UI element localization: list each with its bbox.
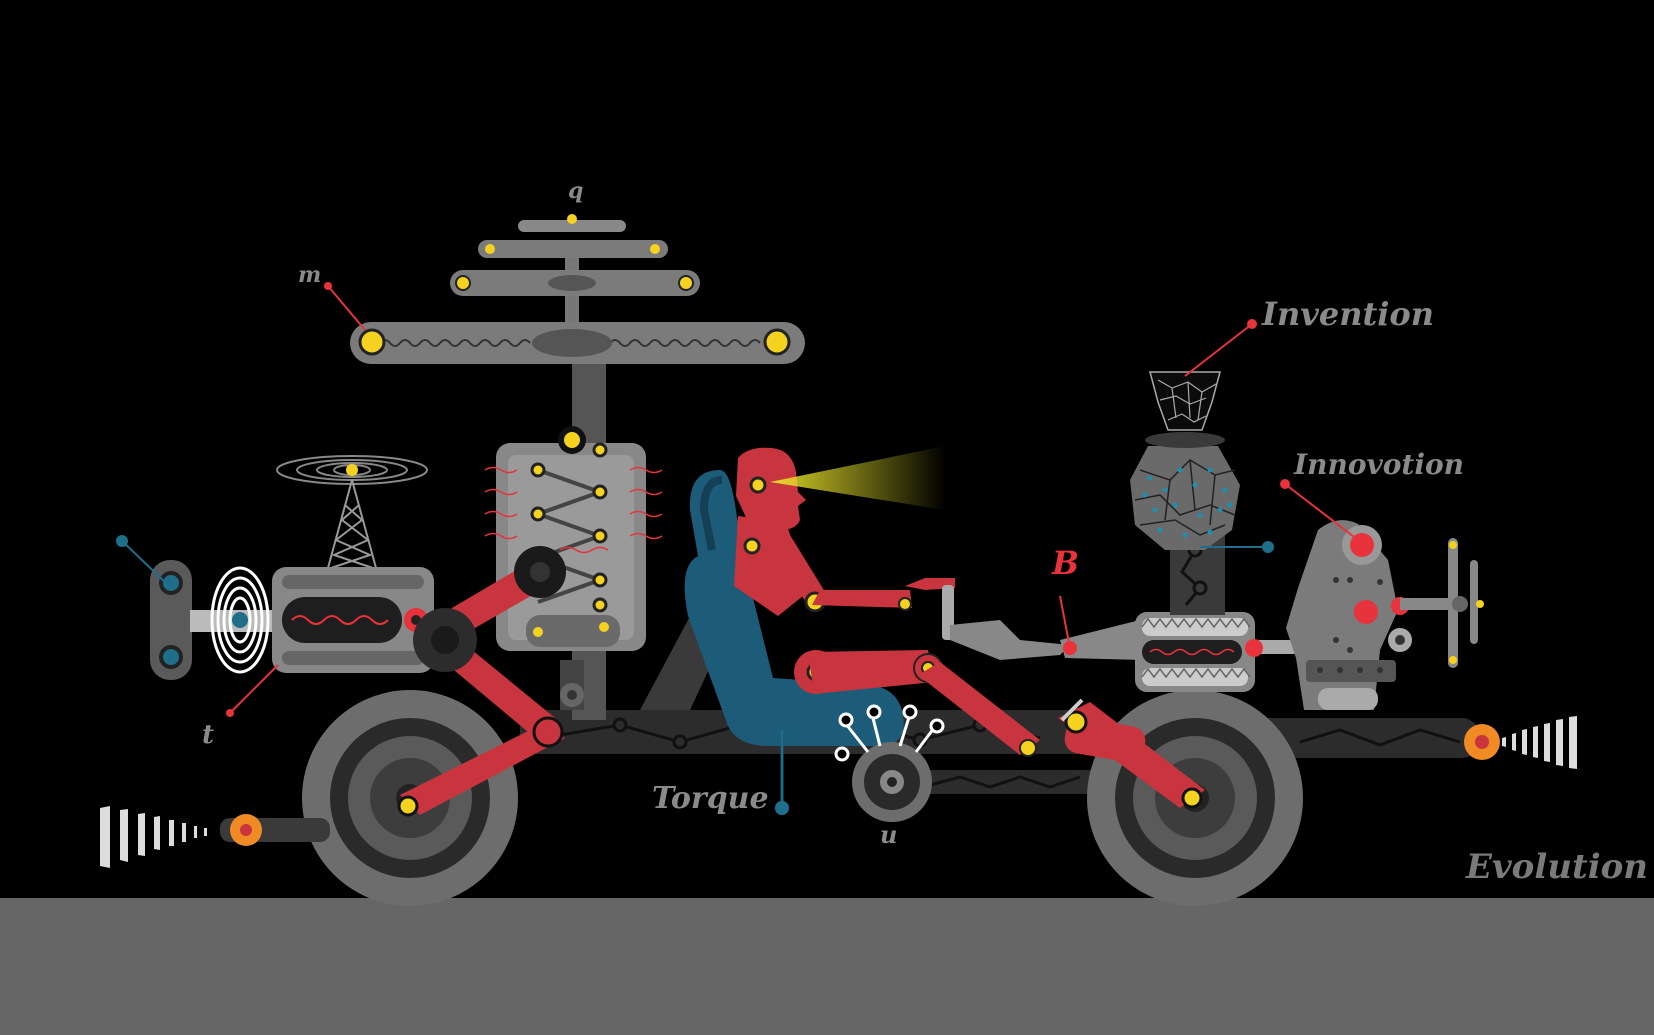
antenna-icon [276,455,428,569]
steering-column [942,585,1145,660]
label-torque: Torque [652,781,769,816]
rear-leg-arm [397,546,566,817]
front-horn-icon [1464,716,1577,769]
label-invention: Invention [1261,295,1434,333]
label-u: u [880,820,897,849]
spiral-coil-icon [210,566,270,674]
gear-icon [1286,520,1484,710]
label-q: q [568,178,583,204]
rear-horn-icon [100,806,330,868]
drive-gear-icon [834,704,945,822]
ground [0,898,1654,1035]
label-evolution: Evolution [1465,847,1648,887]
label-b: B [1051,544,1079,582]
front-leg-arm [1058,698,1205,809]
labels: q m Invention Innovotion B t Torque u Ev… [202,178,1648,887]
robot-figure-icon [734,446,1040,757]
rear-engine [150,560,434,680]
brain-icon [1130,371,1240,550]
spring-icon [484,426,663,710]
label-m: m [298,262,321,288]
label-t: t [202,720,214,750]
propeller-icon [350,214,805,364]
callout-lines [116,282,1359,815]
label-innovation: Innovotion [1293,448,1464,481]
